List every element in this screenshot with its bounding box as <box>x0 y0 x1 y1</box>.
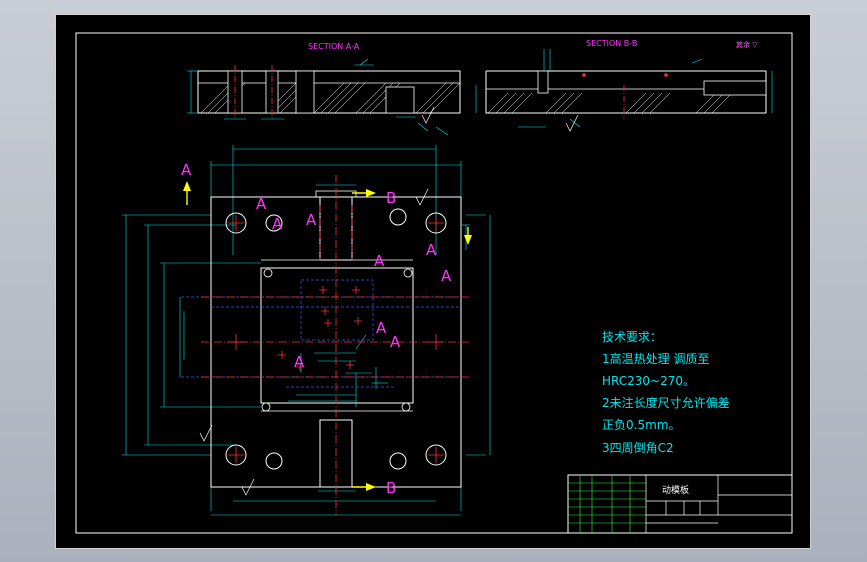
tech-line-4: 正负0.5mm。 <box>602 418 680 432</box>
section-aa-view: SECTION A-A <box>187 42 461 136</box>
section-bb-outline <box>485 70 767 114</box>
technical-requirements: 技术要求： 1高温热处理 调质至 HRC230~270。 2未注长度尺寸允许偏差… <box>602 330 730 455</box>
insert-pocket <box>260 267 414 404</box>
hidden-lines <box>181 279 461 388</box>
roughness-symbols <box>199 106 579 496</box>
section-arrows <box>183 181 472 491</box>
section-letters: A A A A B A A A A A A B <box>181 161 452 497</box>
plan-view: A A A A B A A A A A A B <box>122 106 579 516</box>
section-bb-dimensions <box>475 49 773 128</box>
title-block: 动模板 <box>567 474 793 534</box>
section-letter-a-6: A <box>441 267 452 285</box>
section-letter-a-5: A <box>426 241 437 259</box>
section-letter-a-7: A <box>376 319 387 337</box>
section-bb-title: SECTION B-B <box>586 39 637 48</box>
section-letter-a-3: A <box>306 211 317 229</box>
section-letter-a-9: A <box>294 353 305 371</box>
section-bb-hatch <box>487 92 733 114</box>
corner-roughness-note: 其余 ▽ <box>736 40 758 49</box>
part-name: 动模板 <box>662 484 689 496</box>
tech-heading: 技术要求： <box>602 330 662 344</box>
section-letter-a-1: A <box>256 195 267 213</box>
section-letter-b-bottom: B <box>386 479 396 497</box>
plan-dimensions <box>122 145 491 516</box>
tech-line-3: 2未注长度尺寸允许偏差 <box>602 395 730 410</box>
tech-line-1: 1高温热处理 调质至 <box>602 351 709 366</box>
hole-centers <box>228 215 444 463</box>
section-letter-a-left: A <box>181 161 192 179</box>
section-letter-a-8: A <box>390 333 401 351</box>
section-bb-view: SECTION B-B <box>475 39 773 128</box>
section-letter-b-top: B <box>386 189 396 207</box>
section-aa-title: SECTION A-A <box>308 42 360 51</box>
tech-line-5: 3四周倒角C2 <box>602 441 674 455</box>
tech-line-2: HRC230~270。 <box>602 374 695 388</box>
drawing-sheet: 其余 ▽ SECTION A-A SECTION B-B <box>55 14 811 549</box>
cad-drawing: 其余 ▽ SECTION A-A SECTION B-B <box>75 32 793 534</box>
section-letter-a-4: A <box>374 252 385 270</box>
centerlines <box>201 175 471 515</box>
inner-frame <box>75 32 793 534</box>
guide-bolt-holes <box>225 208 447 470</box>
section-aa-dimensions <box>187 58 449 136</box>
section-aa-outline <box>197 70 461 114</box>
section-letter-a-2: A <box>272 215 283 233</box>
